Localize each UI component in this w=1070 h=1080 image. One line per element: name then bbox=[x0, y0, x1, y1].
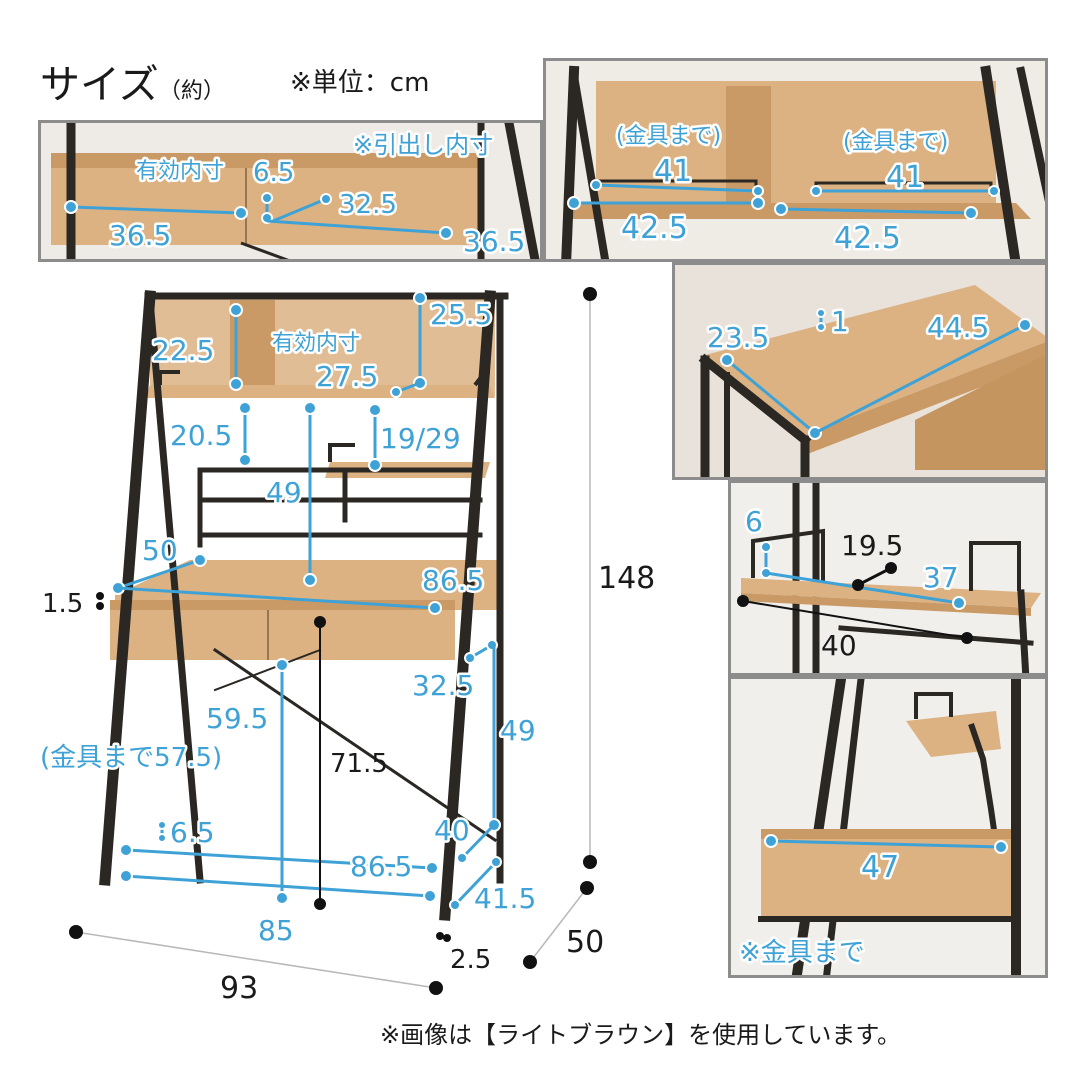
lower-shelf-note: ※金具まで bbox=[739, 938, 865, 968]
top-board-panel: 23.5 1 44.5 bbox=[672, 262, 1048, 480]
side-shelf-height: 6 bbox=[745, 505, 763, 538]
dim-50: 50 bbox=[142, 534, 178, 567]
page-title: サイズ（約） bbox=[40, 62, 225, 108]
dim-1-5: 1.5 bbox=[42, 589, 83, 619]
side-shelf-width: 40 bbox=[821, 629, 857, 662]
dim-57-5-note: (金具まで57.5) bbox=[40, 743, 222, 773]
drawer-inner-panel: ※引出し内寸 有効内寸 6.5 32.5 36.5 36.5 bbox=[38, 120, 543, 262]
dim-32-5: 32.5 bbox=[412, 669, 474, 702]
dim-86-5-top: 86.5 bbox=[422, 564, 484, 597]
drawer-inner-label: 有効内寸 bbox=[136, 159, 224, 184]
dim-49-upper: 49 bbox=[266, 476, 302, 509]
dim-2-5: 2.5 bbox=[450, 945, 491, 975]
lower-shelf-panel: 47 ※金具まで bbox=[728, 676, 1048, 978]
top-board-thickness: 1 bbox=[831, 305, 849, 338]
total-width: 93 bbox=[220, 971, 258, 1006]
dim-6-5: 6.5 bbox=[170, 816, 215, 849]
dim-86-5-bottom: 86.5 bbox=[350, 850, 412, 883]
side-shelf-depth: 19.5 bbox=[841, 529, 903, 562]
side-shelf-inner-width: 37 bbox=[923, 561, 959, 594]
top-shelf-right-outer: 42.5 bbox=[834, 221, 901, 256]
top-shelf-left-outer: 42.5 bbox=[621, 211, 688, 246]
dim-19-29: 19/29 bbox=[380, 422, 461, 455]
dim-20-5: 20.5 bbox=[170, 419, 232, 452]
dim-85: 85 bbox=[258, 914, 294, 947]
total-height: 148 bbox=[598, 561, 655, 596]
top-board-depth: 23.5 bbox=[707, 321, 769, 354]
upper-inner-label: 有効内寸 bbox=[272, 331, 360, 356]
top-board-width: 44.5 bbox=[927, 311, 989, 344]
dim-71-5: 71.5 bbox=[330, 749, 388, 779]
dim-25-5: 25.5 bbox=[430, 298, 492, 331]
dim-41-5: 41.5 bbox=[474, 882, 536, 915]
drawer-width-left: 36.5 bbox=[109, 219, 171, 252]
top-shelf-right-inner: 41 bbox=[886, 160, 924, 195]
dim-22-5: 22.5 bbox=[152, 334, 214, 367]
dim-40: 40 bbox=[434, 814, 470, 847]
footnote: ※画像は【ライトブラウン】を使用しています。 bbox=[380, 1021, 901, 1049]
top-shelf-right-note: (金具まで) bbox=[843, 130, 948, 155]
drawer-inner-depth: 32.5 bbox=[339, 190, 397, 220]
dim-49-lower: 49 bbox=[500, 714, 536, 747]
drawer-depth: 6.5 bbox=[253, 158, 294, 188]
top-shelf-left-note: (金具まで) bbox=[616, 124, 721, 149]
total-depth: 50 bbox=[566, 925, 604, 960]
drawer-note: ※引出し内寸 bbox=[353, 131, 493, 159]
side-shelf-panel: 6 19.5 37 40 bbox=[728, 480, 1048, 676]
top-shelf-panel: (金具まで) 41 42.5 (金具まで) 41 42.5 bbox=[543, 58, 1048, 262]
main-desk-diagram: 有効内寸 22.5 25.5 27.5 20.5 19/29 49 50 86.… bbox=[40, 287, 656, 1006]
drawer-width-right: 36.5 bbox=[463, 225, 525, 258]
top-shelf-left-inner: 41 bbox=[654, 154, 692, 189]
dim-59-5: 59.5 bbox=[206, 702, 268, 735]
lower-shelf-width: 47 bbox=[861, 850, 899, 885]
dim-27-5: 27.5 bbox=[316, 360, 378, 393]
unit-note: ※単位：cm bbox=[290, 68, 430, 98]
